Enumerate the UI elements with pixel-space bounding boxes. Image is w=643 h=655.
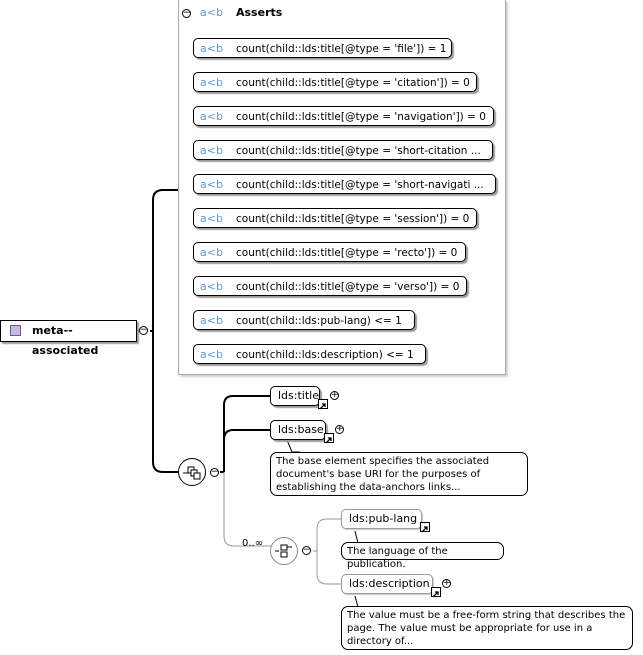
root-element-box[interactable]: meta--associated <box>0 320 137 357</box>
assert-icon: a<b <box>200 42 223 55</box>
element-label: lds:title <box>278 389 319 402</box>
occurrence-label: 0..∞ <box>242 538 264 549</box>
collapse-asserts-icon[interactable]: − <box>182 8 191 18</box>
sequence-glyph <box>275 544 292 558</box>
assert-icon: a<b <box>200 110 223 123</box>
root-element-label: meta--associated <box>32 324 99 357</box>
asserts-header-icon: a<b <box>200 6 223 19</box>
assert-icon: a<b <box>200 144 223 157</box>
annotation-note: The language of the publication. <box>341 542 504 570</box>
element-type-icon <box>10 325 21 336</box>
assert-expression: count(child::lds:title[@type = 'session'… <box>236 213 470 225</box>
reference-arrow-icon <box>431 587 441 598</box>
collapse-sequence-icon[interactable]: − <box>210 467 219 477</box>
reference-arrow-icon <box>324 433 334 444</box>
expand-description-icon[interactable]: + <box>442 578 451 588</box>
assert-expression: count(child::lds:pub-lang) <= 1 <box>236 315 402 327</box>
assert-expression: count(child::lds:title[@type = 'verso'])… <box>236 281 460 293</box>
assert-expression: count(child::lds:title[@type = 'navigati… <box>236 111 486 123</box>
assert-item[interactable]: a<b count(child::lds:title[@type = 'file… <box>193 38 452 58</box>
assert-item[interactable]: a<b count(child::lds:title[@type = 'shor… <box>193 140 493 160</box>
assert-icon: a<b <box>200 76 223 89</box>
assert-item[interactable]: a<b count(child::lds:description) <= 1 <box>193 344 426 364</box>
reference-arrow-icon <box>318 399 328 410</box>
element-lds-title[interactable]: lds:title <box>270 386 320 406</box>
assert-item[interactable]: a<b count(child::lds:title[@type = 'vers… <box>193 276 467 296</box>
assert-icon: a<b <box>200 348 223 361</box>
assert-icon: a<b <box>200 280 223 293</box>
assert-expression: count(child::lds:title[@type = 'short-na… <box>236 179 484 191</box>
assert-expression: count(child::lds:title[@type = 'short-ci… <box>236 145 481 157</box>
assert-expression: count(child::lds:title[@type = 'file']) … <box>236 43 447 55</box>
assert-icon: a<b <box>200 314 223 327</box>
asserts-header-label: Asserts <box>236 6 283 19</box>
element-lds-base[interactable]: lds:base <box>270 420 326 440</box>
assert-expression: count(child::lds:title[@type = 'recto'])… <box>236 247 458 259</box>
assert-expression: count(child::lds:description) <= 1 <box>236 349 414 361</box>
annotation-note: The value must be a free-form string tha… <box>341 606 633 650</box>
annotation-note: The base element specifies the associate… <box>270 452 528 496</box>
assert-item[interactable]: a<b count(child::lds:title[@type = 'rect… <box>193 242 466 262</box>
assert-item[interactable]: a<b count(child::lds:title[@type = 'sess… <box>193 208 477 228</box>
collapse-optional-sequence-icon[interactable]: − <box>302 545 311 555</box>
optional-sequence-compositor-icon[interactable] <box>270 537 298 565</box>
assert-expression: count(child::lds:title[@type = 'citation… <box>236 77 470 89</box>
assert-icon: a<b <box>200 212 223 225</box>
sequence-compositor-icon[interactable] <box>178 458 206 486</box>
assert-item[interactable]: a<b count(child::lds:title[@type = 'shor… <box>193 174 496 194</box>
collapse-root-icon[interactable]: − <box>139 325 148 335</box>
element-label: lds:description <box>349 577 430 590</box>
element-label: lds:base <box>278 423 324 436</box>
assert-item[interactable]: a<b count(child::lds:title[@type = 'cita… <box>193 72 477 92</box>
expand-title-icon[interactable]: + <box>330 390 339 400</box>
assert-item[interactable]: a<b count(child::lds:pub-lang) <= 1 <box>193 310 415 330</box>
assert-icon: a<b <box>200 178 223 191</box>
element-label: lds:pub-lang <box>349 512 418 525</box>
assert-icon: a<b <box>200 246 223 259</box>
assert-item[interactable]: a<b count(child::lds:title[@type = 'navi… <box>193 106 494 126</box>
sequence-glyph <box>183 466 201 480</box>
element-lds-description[interactable]: lds:description <box>341 574 433 594</box>
reference-arrow-icon <box>420 522 430 533</box>
element-lds-pub-lang[interactable]: lds:pub-lang <box>341 509 422 529</box>
expand-base-icon[interactable]: + <box>335 424 344 434</box>
